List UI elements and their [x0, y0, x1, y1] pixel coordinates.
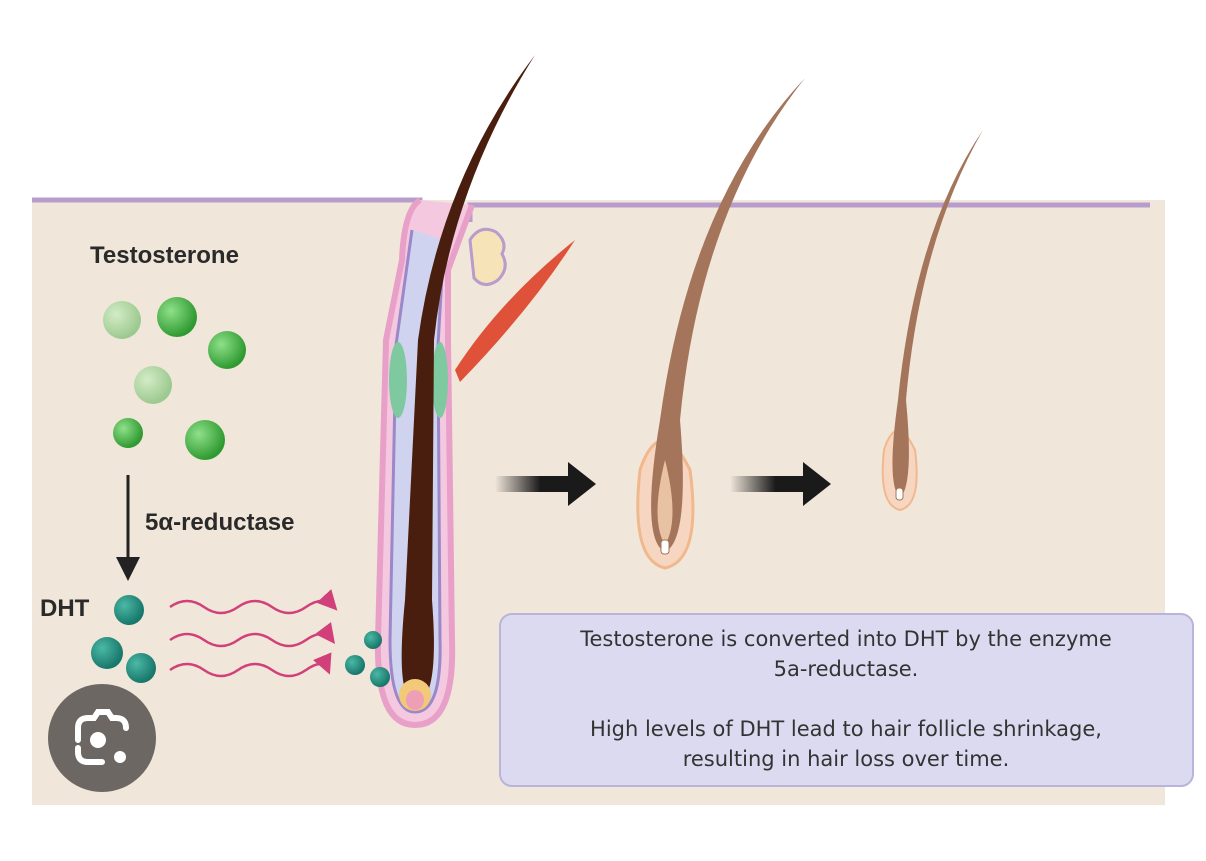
enzyme-label: 5α-reductase: [145, 509, 294, 536]
caption-box: [499, 613, 1194, 787]
dht-action-arrows: [169, 589, 338, 678]
dht-label: DHT: [40, 595, 90, 622]
healthy-hair-follicle: [345, 55, 575, 729]
progression-arrow-1: [495, 462, 596, 506]
shrinking-hair-follicle: [636, 78, 805, 570]
google-lens-icon: [75, 709, 129, 765]
caption-line-3: High levels of DHT lead to hair follicle…: [590, 717, 1102, 741]
dht-molecules: [91, 595, 156, 683]
progression-arrow-2: [730, 462, 831, 506]
caption-line-1: Testosterone is converted into DHT by th…: [579, 627, 1112, 651]
caption-line-2: 5a-reductase.: [774, 657, 919, 681]
caption-line-4: resulting in hair loss over time.: [683, 747, 1010, 771]
miniaturized-hair-follicle: [881, 130, 983, 512]
google-lens-button[interactable]: [48, 684, 156, 792]
testosterone-label: Testosterone: [90, 242, 239, 269]
testosterone-molecules: [103, 297, 246, 460]
